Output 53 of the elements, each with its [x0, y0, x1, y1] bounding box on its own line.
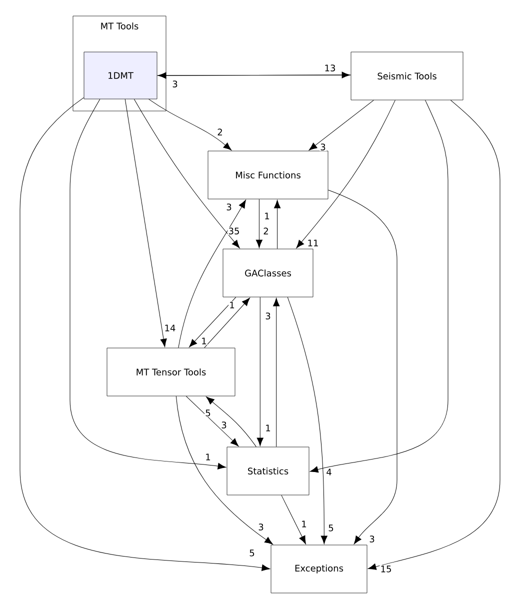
edge-label: 14	[165, 324, 176, 332]
edge-label: 13	[325, 64, 335, 72]
edge-label: 11	[308, 240, 318, 246]
arrow	[178, 200, 246, 348]
arrow	[189, 296, 236, 348]
arrow	[256, 296, 264, 446]
edge-label: 35	[228, 228, 239, 234]
arrow	[20, 97, 270, 572]
edge-label: 3	[226, 204, 232, 210]
module-box: Misc Functions	[208, 150, 328, 200]
arrow	[273, 298, 280, 448]
module-box: Seismic Tools	[350, 52, 464, 100]
arrow	[328, 190, 398, 544]
arrow	[281, 494, 306, 544]
edge-label: 3	[370, 536, 374, 542]
edge-label: 1	[265, 212, 270, 220]
edge-label: 1	[302, 520, 306, 528]
arrow	[124, 98, 167, 348]
module-box: MT Tensor Tools	[106, 348, 236, 396]
edge-label: 3	[222, 422, 226, 428]
edge-label: 5	[250, 550, 254, 556]
arrow	[296, 100, 396, 248]
arrow	[368, 100, 500, 570]
arrow	[204, 298, 250, 348]
module-box: 1DMT	[84, 52, 158, 100]
module-box: Statistics	[226, 446, 310, 496]
arrow	[70, 98, 226, 470]
edge-label: 1	[202, 338, 206, 344]
edge-label: 3	[320, 144, 326, 150]
arrow	[274, 200, 281, 250]
edge-label: 3	[266, 312, 270, 320]
arrow	[256, 198, 262, 248]
edge-label: 1	[266, 424, 270, 432]
arrow	[148, 98, 232, 150]
arrow	[308, 100, 374, 150]
edge-label: 1	[230, 302, 234, 308]
edge-label: 3	[172, 80, 178, 88]
edge-label: 2	[218, 128, 222, 136]
arrow	[310, 100, 448, 473]
edge-label: 5	[328, 524, 334, 532]
edge-label: 4	[326, 468, 332, 476]
arrow	[287, 296, 328, 544]
edge-label: 2	[264, 228, 268, 234]
arrow	[176, 396, 273, 544]
module-box: Exceptions	[270, 544, 368, 594]
edge-label: 5	[206, 410, 210, 416]
arrow	[134, 98, 240, 248]
arrow	[186, 396, 239, 446]
edge-label: 1	[206, 454, 210, 460]
edge-label: 15	[381, 566, 391, 572]
edge-label: 3	[258, 524, 264, 530]
module-box: GAClasses	[222, 248, 314, 298]
arrow	[206, 396, 256, 448]
